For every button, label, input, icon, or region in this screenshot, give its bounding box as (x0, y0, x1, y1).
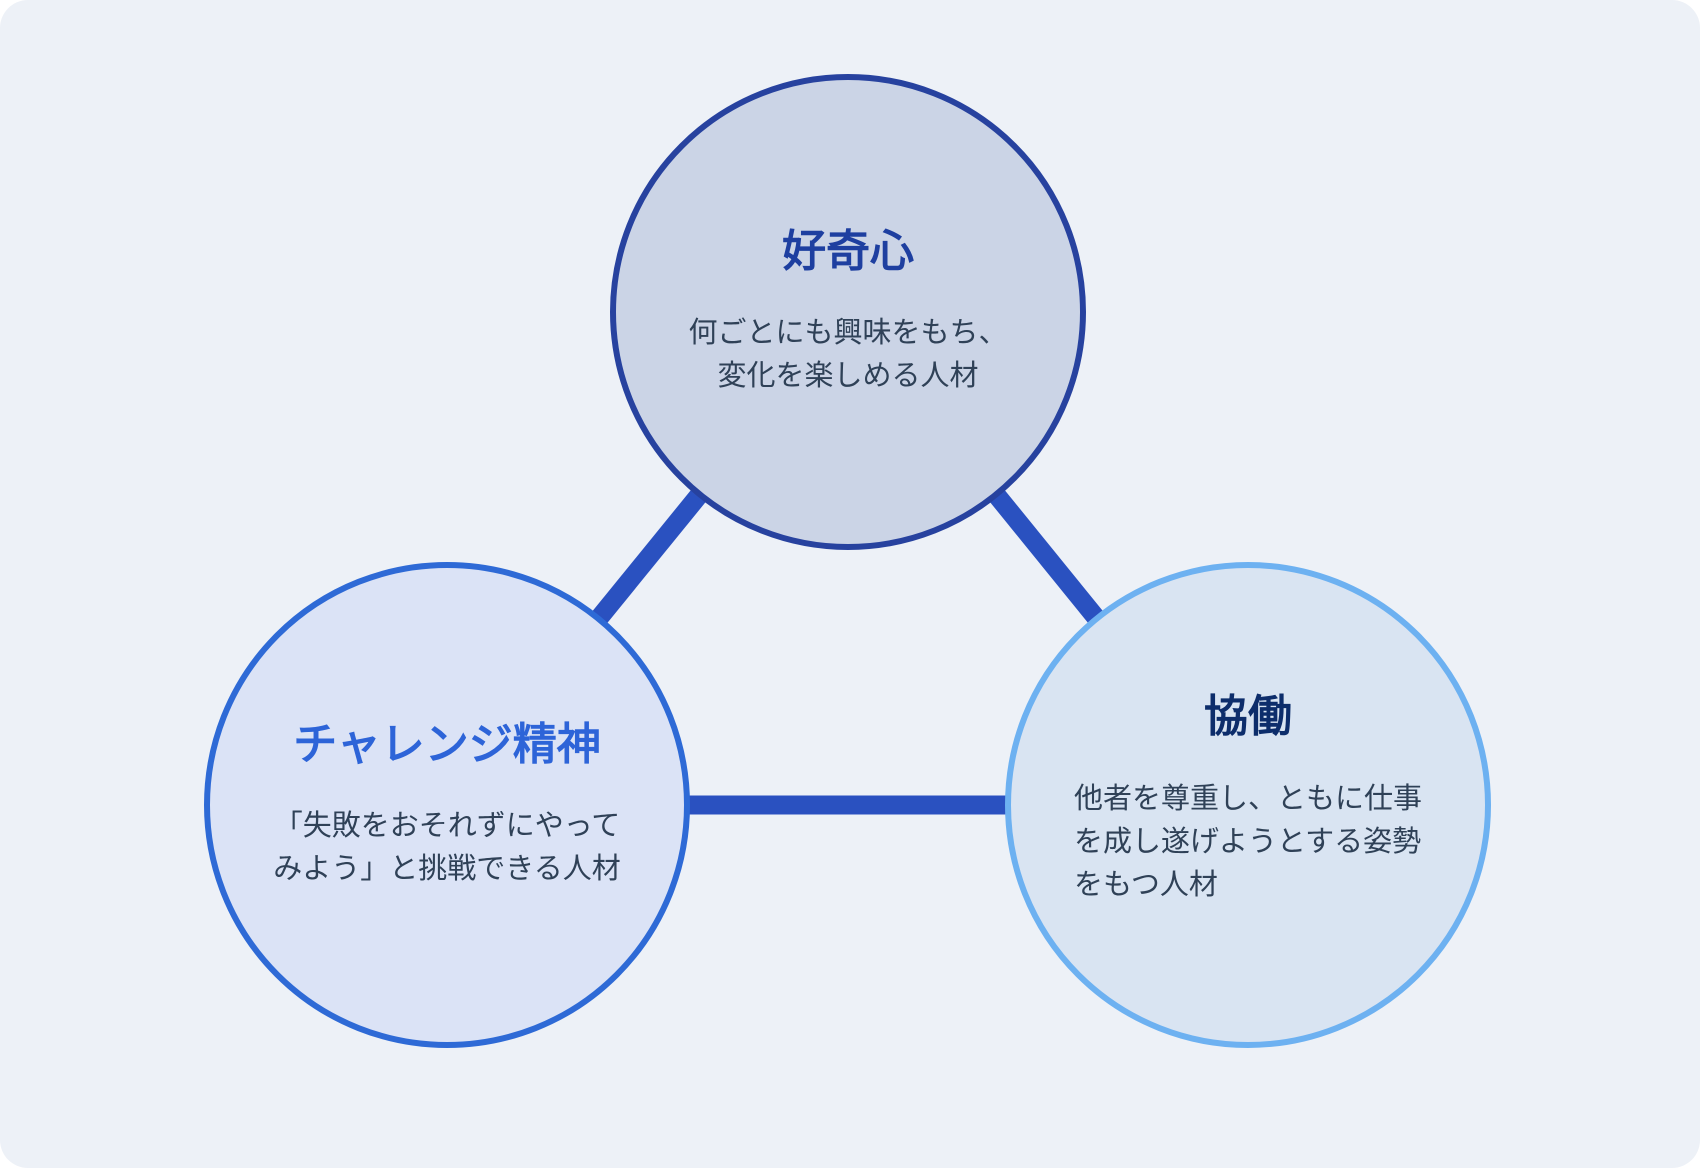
node-collaboration-content: 協働 他者を尊重し、ともに仕事 を成し遂げようとする姿勢 をもつ人材 (1074, 692, 1422, 906)
node-curiosity-content: 好奇心 何ごとにも興味をもち、 変化を楽しめる人材 (688, 225, 1008, 398)
node-curiosity-description: 何ごとにも興味をもち、 変化を楽しめる人材 (688, 315, 1008, 393)
node-challenge-spirit-description: 「失敗をおそれずにやって みよう」と挑戦できる人材 (273, 808, 621, 886)
node-challenge-spirit-title: チャレンジ精神 (293, 718, 601, 770)
node-collaboration-description: 他者を尊重し、ともに仕事 を成し遂げようとする姿勢 をもつ人材 (1073, 780, 1422, 901)
node-collaboration: 協働 他者を尊重し、ともに仕事 を成し遂げようとする姿勢 をもつ人材 (1005, 562, 1491, 1048)
node-challenge-spirit: チャレンジ精神 「失敗をおそれずにやって みよう」と挑戦できる人材 (204, 562, 690, 1048)
node-challenge-spirit-content: チャレンジ精神 「失敗をおそれずにやって みよう」と挑戦できる人材 (273, 718, 621, 891)
node-curiosity-title: 好奇心 (781, 225, 914, 277)
node-collaboration-title: 協働 (1203, 691, 1292, 743)
node-curiosity: 好奇心 何ごとにも興味をもち、 変化を楽しめる人材 (610, 74, 1086, 550)
